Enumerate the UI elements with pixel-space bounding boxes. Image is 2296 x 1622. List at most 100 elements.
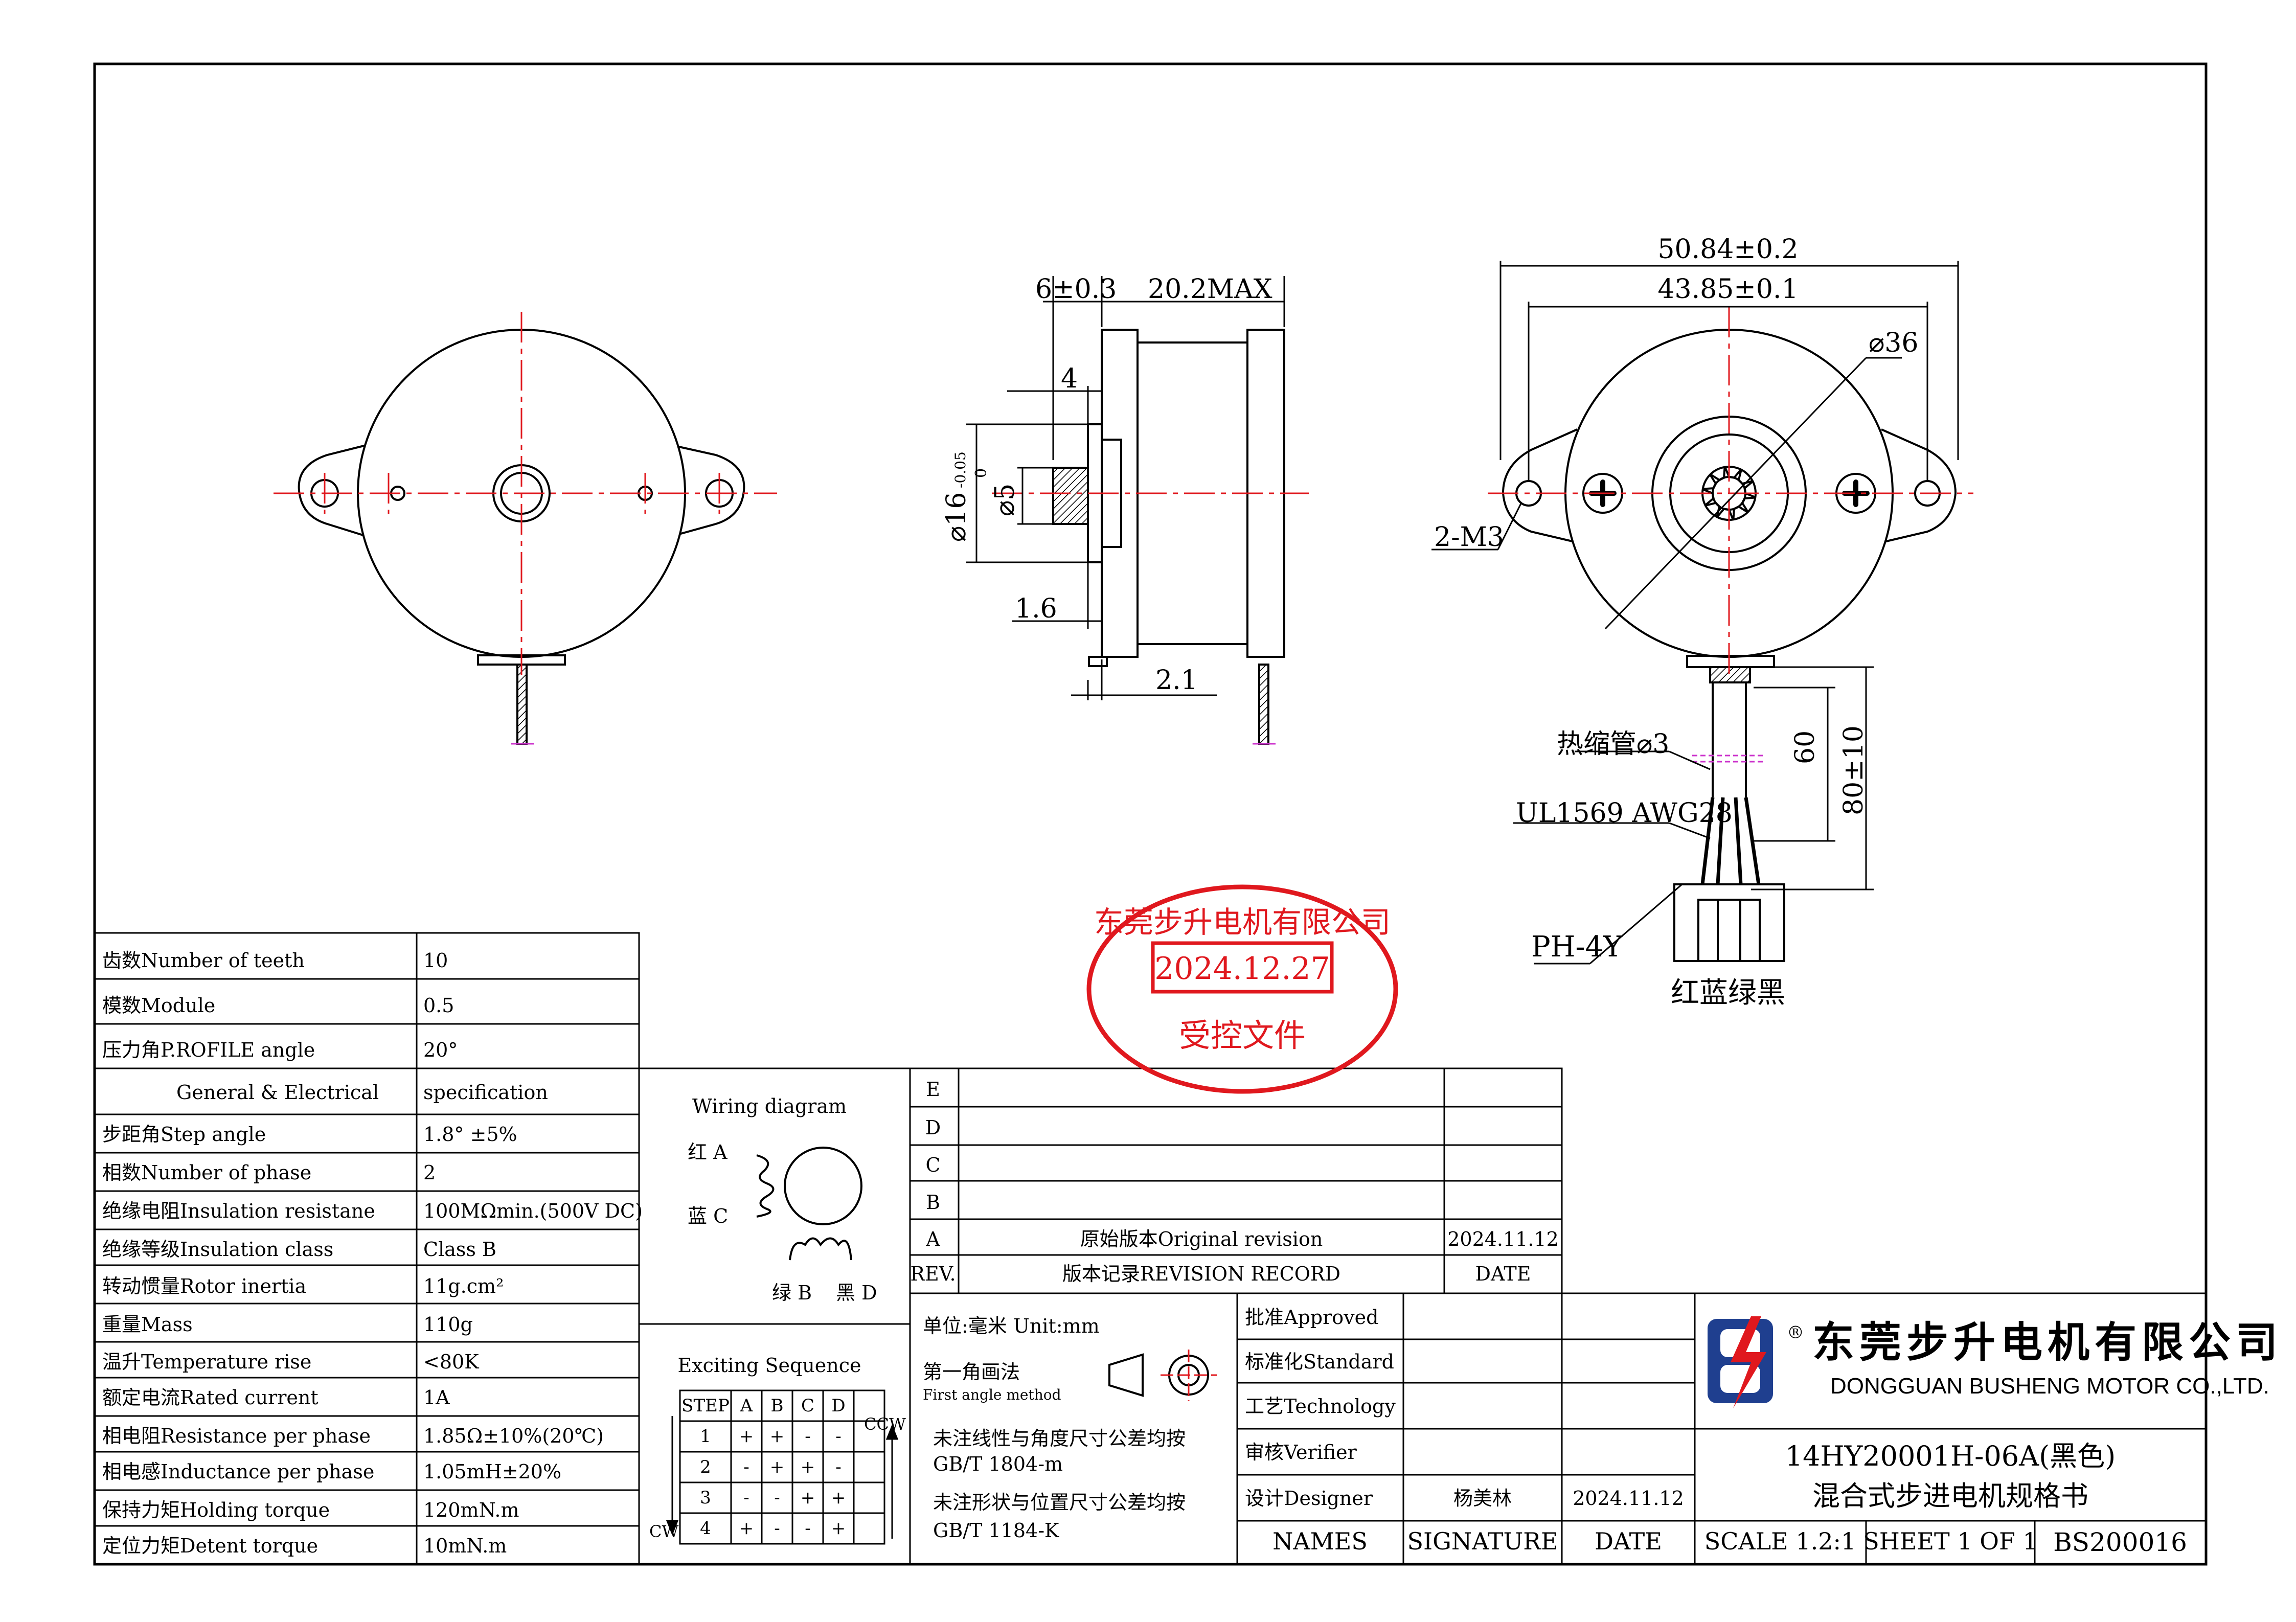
note-tol1b: GB/T 1804-m bbox=[933, 1453, 1063, 1475]
sequence-cell: + bbox=[769, 1426, 785, 1447]
spec-value: Class B bbox=[423, 1238, 496, 1261]
spec-label: 保持力矩Holding torque bbox=[102, 1499, 330, 1521]
approval-approved: 批准Approved bbox=[1245, 1306, 1379, 1329]
registered-mark: ® bbox=[1787, 1322, 1804, 1343]
dim-boss-h: 1.6 bbox=[1015, 593, 1057, 624]
revision-rev: C bbox=[925, 1154, 941, 1176]
cw-ccw-arrows bbox=[666, 1424, 899, 1536]
scale: SCALE 1.2:1 bbox=[1704, 1527, 1856, 1555]
spec-value: 20° bbox=[423, 1039, 458, 1061]
dim-gear-len: 4 bbox=[1061, 363, 1078, 394]
sequence-cell: + bbox=[800, 1457, 815, 1477]
company-logo-icon bbox=[1708, 1316, 1773, 1408]
spec-label: 绝缘电阻Insulation resistane bbox=[102, 1200, 375, 1222]
sequence-cell: 4 bbox=[700, 1518, 711, 1539]
spec-value: 0.5 bbox=[423, 994, 454, 1017]
controlled-stamp bbox=[1086, 884, 1398, 1094]
sequence-ccw: CCW bbox=[864, 1414, 906, 1434]
sequence-header-cell: A bbox=[740, 1396, 753, 1416]
sequence-cell: - bbox=[774, 1488, 780, 1508]
spec-value: 10 bbox=[423, 949, 448, 972]
sequence-cell: - bbox=[805, 1518, 811, 1539]
spec-label: 相数Number of phase bbox=[102, 1161, 312, 1184]
sequence-cell: - bbox=[743, 1488, 749, 1508]
spec-label: 额定电流Rated current bbox=[102, 1386, 319, 1409]
dimension-lines bbox=[966, 261, 1959, 965]
revision-rev: B bbox=[926, 1191, 940, 1214]
sequence-cell: 1 bbox=[700, 1426, 711, 1447]
spec-label: 相电阻Resistance per phase bbox=[102, 1425, 371, 1447]
spec-value: specification bbox=[423, 1081, 548, 1104]
sequence-cell: + bbox=[769, 1457, 785, 1477]
sequence-cell: + bbox=[739, 1426, 754, 1447]
center-lines bbox=[274, 307, 1973, 675]
spec-value: 100MΩmin.(500V DC) bbox=[423, 1200, 643, 1222]
spec-value: 1.85Ω±10%(20℃) bbox=[423, 1425, 604, 1447]
spec-label: 定位力矩Detent torque bbox=[102, 1535, 319, 1557]
approval-names: NAMES bbox=[1272, 1527, 1368, 1555]
stamp-label: 受控文件 bbox=[1178, 1017, 1306, 1054]
sequence-cell: 2 bbox=[700, 1457, 711, 1477]
sequence-cell: 3 bbox=[700, 1488, 711, 1508]
wire-end-marks bbox=[511, 743, 1764, 763]
wiring-b: 绿 B bbox=[772, 1282, 812, 1304]
sequence-cell: + bbox=[831, 1518, 846, 1539]
sequence-title: Exciting Sequence bbox=[677, 1354, 861, 1377]
sequence-cell: + bbox=[739, 1518, 754, 1539]
spec-label: 模数Module bbox=[102, 994, 216, 1017]
approval-signature: SIGNATURE bbox=[1407, 1527, 1558, 1555]
revision-rev: E bbox=[926, 1078, 940, 1101]
dim-plate-t: 2.1 bbox=[1155, 665, 1198, 696]
spec-label: 压力角P.ROFILE angle bbox=[102, 1039, 315, 1061]
table-grid bbox=[94, 932, 2207, 1565]
dim-hole-spacing: 43.85±0.1 bbox=[1657, 274, 1799, 305]
rev-header-rev: REV. bbox=[910, 1263, 956, 1285]
note-method: 第一角画法 bbox=[923, 1361, 1020, 1383]
approval-date: DATE bbox=[1595, 1527, 1662, 1555]
sequence-cell: + bbox=[831, 1488, 846, 1508]
spec-label: 相电感Inductance per phase bbox=[102, 1460, 375, 1483]
spec-label: 温升Temperature rise bbox=[102, 1351, 312, 1373]
dim-body-len: 20.2MAX bbox=[1148, 274, 1272, 305]
spec-value: 11g.cm² bbox=[423, 1275, 504, 1297]
spec-value: 1A bbox=[423, 1386, 450, 1409]
rev-header-date: DATE bbox=[1475, 1263, 1531, 1285]
rev-header-desc: 版本记录REVISION RECORD bbox=[1062, 1263, 1340, 1285]
label-wire-colors: 红蓝绿黑 bbox=[1671, 976, 1785, 1010]
spec-label: General & Electrical bbox=[176, 1081, 379, 1104]
sheet-number: SHEET 1 OF 1 bbox=[1863, 1527, 2038, 1555]
designer-name: 杨美林 bbox=[1453, 1487, 1512, 1510]
sequence-cell: - bbox=[805, 1426, 811, 1447]
label-connector: PH-4Y bbox=[1531, 930, 1623, 964]
revision-rev: D bbox=[925, 1116, 941, 1139]
wiring-d: 黑 D bbox=[836, 1282, 877, 1304]
dim-boss-dia: ⌀16 bbox=[941, 492, 972, 542]
sequence-cell: + bbox=[800, 1488, 815, 1508]
dim-gear-dia: ⌀5 bbox=[990, 483, 1020, 516]
note-tol1a: 未注线性与角度尺寸公差均按 bbox=[933, 1427, 1186, 1450]
wiring-title: Wiring diagram bbox=[692, 1095, 847, 1117]
gear-outline bbox=[1702, 467, 1756, 520]
designer-date: 2024.11.12 bbox=[1573, 1487, 1684, 1510]
sequence-header-cell: D bbox=[831, 1396, 846, 1416]
note-unit: 单位:毫米 Unit:mm bbox=[923, 1315, 1100, 1337]
spec-label: 重量Mass bbox=[102, 1313, 193, 1336]
dim-body-dia: ⌀36 bbox=[1869, 328, 1919, 358]
sequence-header-cell: B bbox=[770, 1396, 784, 1416]
revision-desc: 原始版本Original revision bbox=[1080, 1228, 1323, 1250]
sequence-cell: - bbox=[743, 1457, 749, 1477]
dim-flange-thk: 6±0.3 bbox=[1035, 274, 1117, 305]
front-view bbox=[298, 329, 745, 745]
dim-lead-80: 80±10 bbox=[1838, 725, 1869, 815]
spec-value: <80K bbox=[423, 1351, 479, 1373]
label-shrink-tube: 热缩管⌀3 bbox=[1557, 729, 1670, 760]
sequence-header-cell: STEP bbox=[681, 1396, 730, 1416]
spec-value: 120mN.m bbox=[423, 1499, 519, 1521]
dim-boss-tol-lower: -0.05 bbox=[952, 451, 969, 488]
stamp-company: 东莞步升电机有限公司 bbox=[1094, 905, 1391, 940]
wiring-diagram-symbols bbox=[756, 1147, 862, 1261]
spec-label: 转动惯量Rotor inertia bbox=[102, 1275, 307, 1297]
company-en: DONGGUAN BUSHENG MOTOR CO.,LTD. bbox=[1830, 1374, 2269, 1399]
sequence-cell: - bbox=[835, 1426, 842, 1447]
approval-technology: 工艺Technology bbox=[1245, 1395, 1396, 1418]
